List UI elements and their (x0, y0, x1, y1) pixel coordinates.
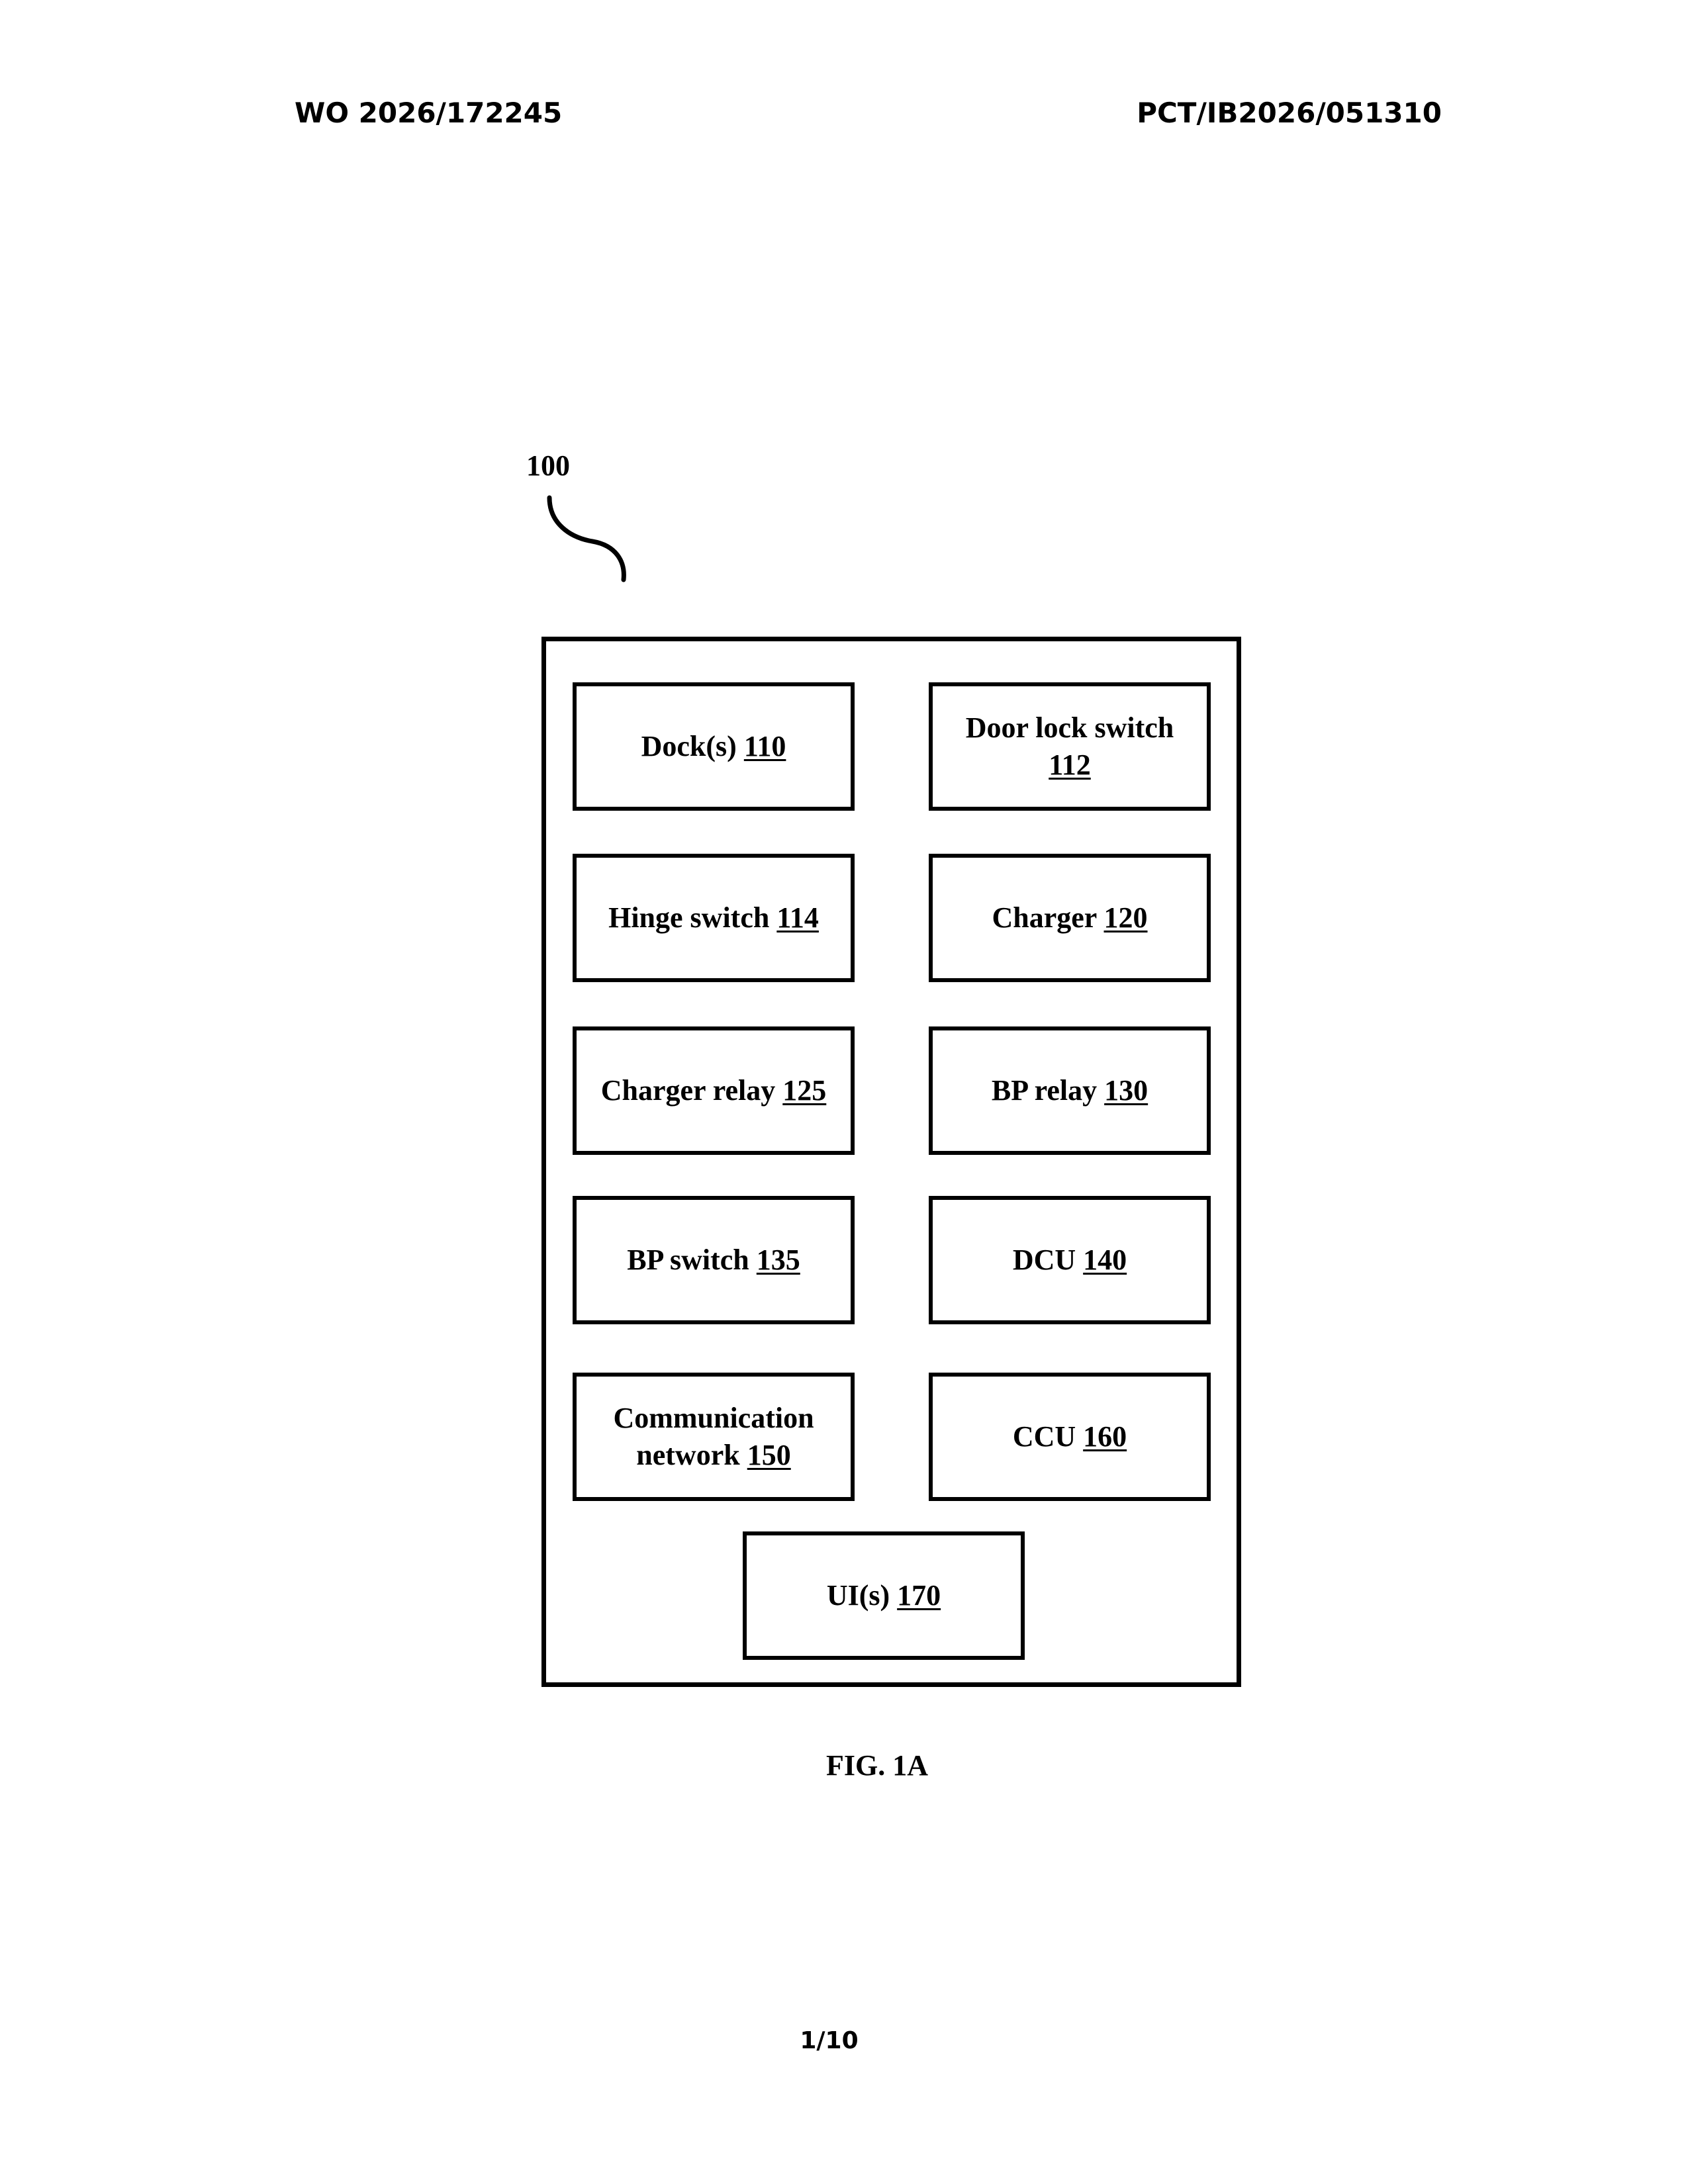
lead-line-icon (543, 490, 642, 589)
block-bp-switch: BP switch 135 (573, 1196, 855, 1324)
page-number: 1/10 (0, 2026, 1658, 2056)
block-charger: Charger 120 (929, 854, 1211, 982)
figure-caption: FIG. 1A (0, 1747, 1688, 1784)
block-door-lock-switch: Door lock switch112 (929, 682, 1211, 811)
application-number: PCT/IB2026/051310 (1137, 97, 1442, 130)
publication-number: WO 2026/172245 (295, 97, 562, 130)
block-hinge-switch: Hinge switch 114 (573, 854, 855, 982)
block-communication-network: Communication network 150 (573, 1373, 855, 1501)
block-uis: UI(s) 170 (743, 1531, 1025, 1660)
block-bp-relay: BP relay 130 (929, 1026, 1211, 1155)
block-charger-relay: Charger relay 125 (573, 1026, 855, 1155)
block-docks: Dock(s) 110 (573, 682, 855, 811)
reference-numeral: 100 (526, 449, 570, 483)
block-ccu: CCU 160 (929, 1373, 1211, 1501)
block-dcu: DCU 140 (929, 1196, 1211, 1324)
